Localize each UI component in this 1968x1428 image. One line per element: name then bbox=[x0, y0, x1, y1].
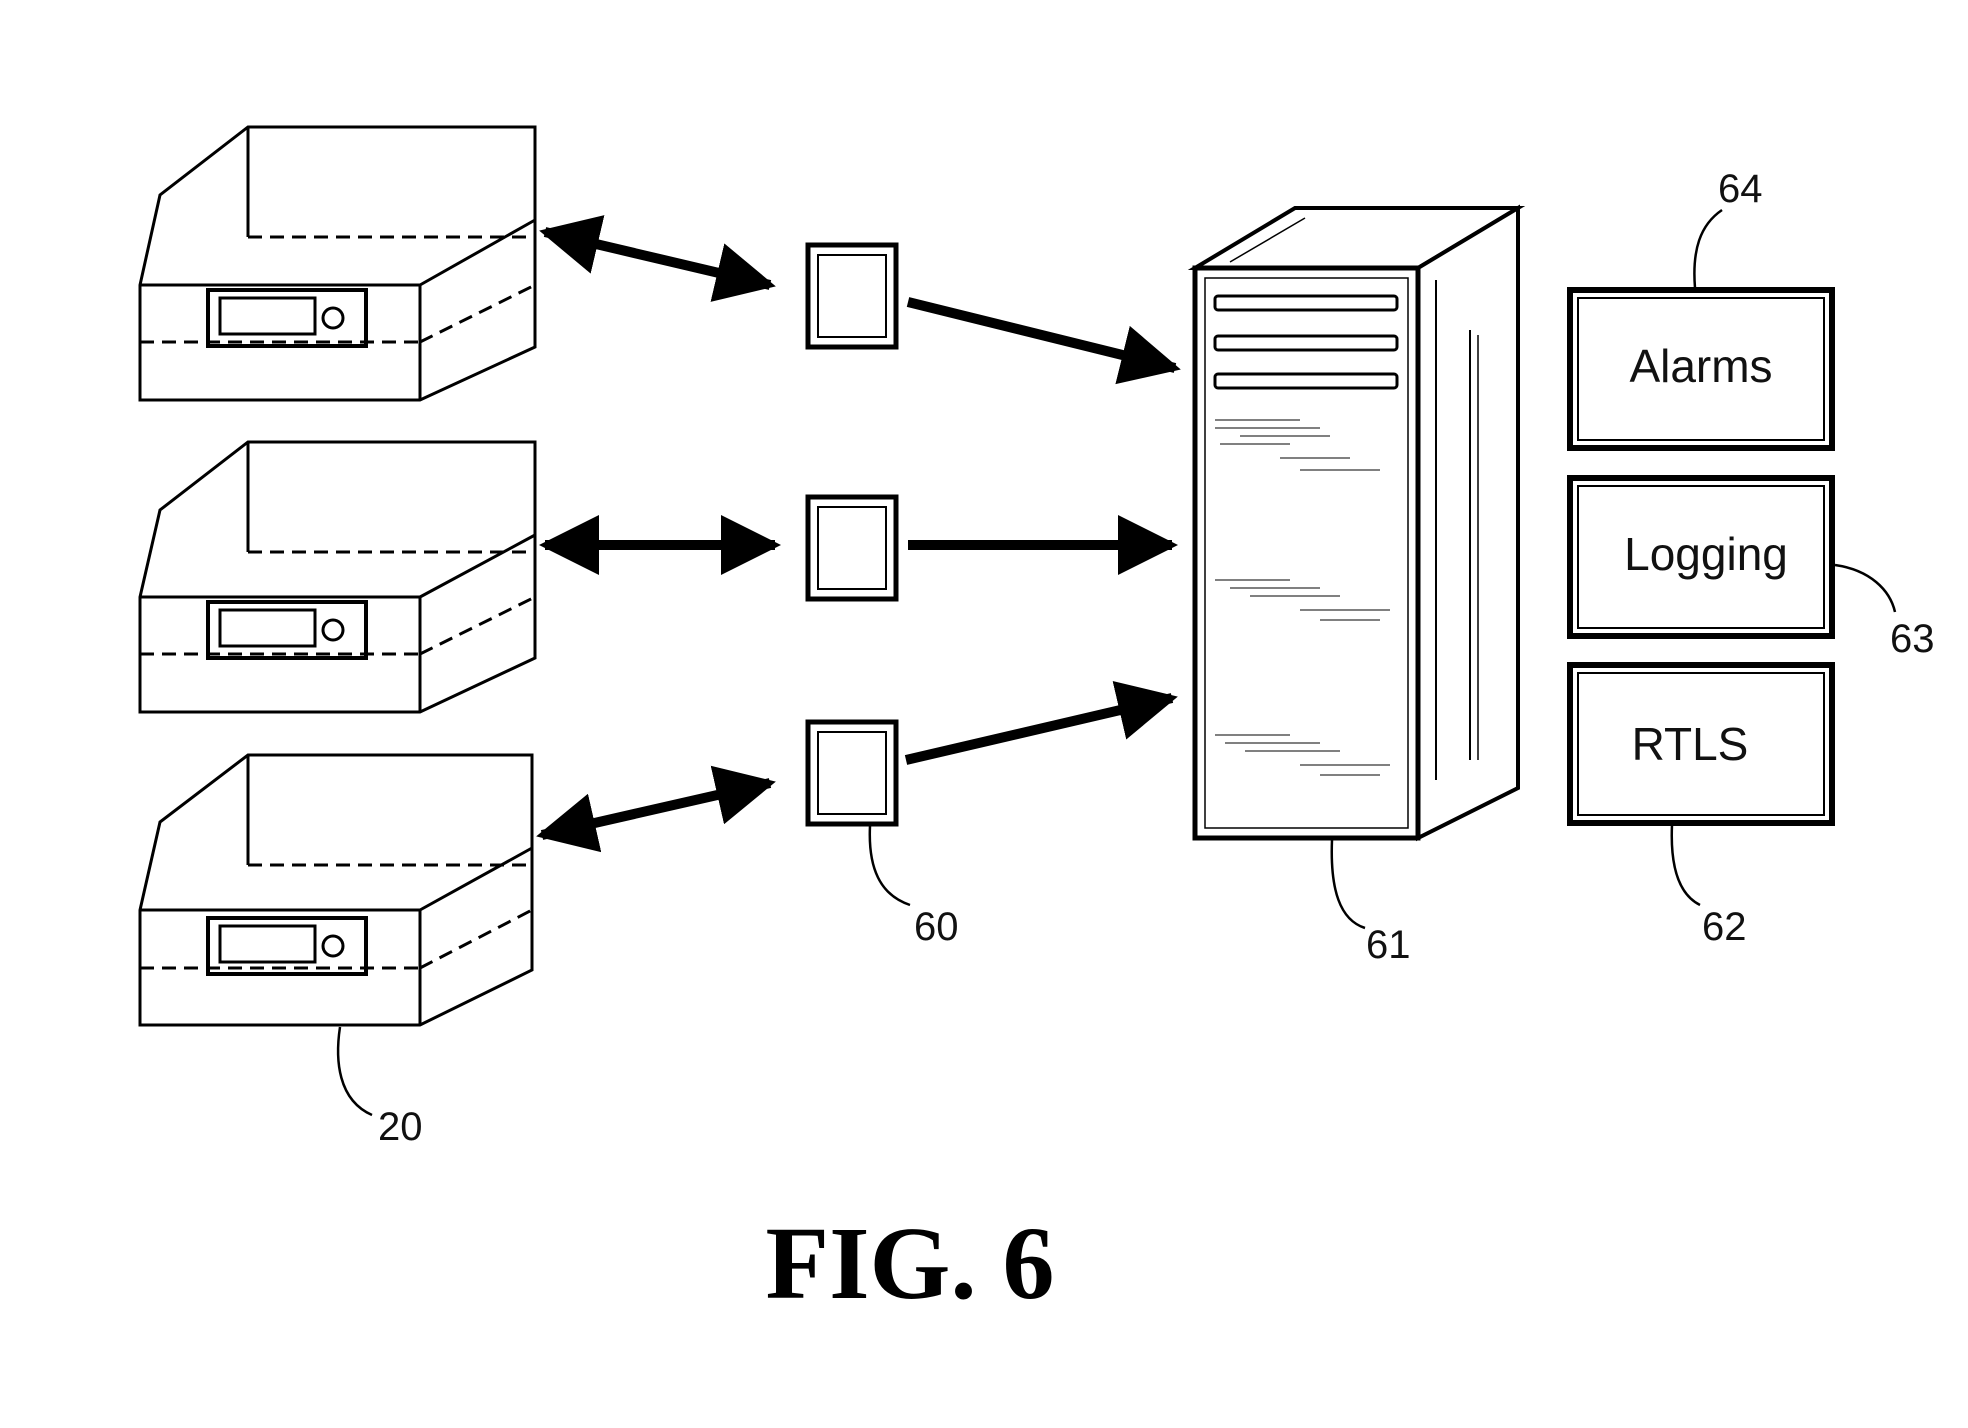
logging-box: Logging bbox=[1570, 478, 1832, 636]
leader-line-20 bbox=[338, 1027, 372, 1115]
alarms-label: Alarms bbox=[1629, 340, 1772, 392]
bin-3 bbox=[140, 755, 532, 1025]
ref-60: 60 bbox=[914, 905, 959, 949]
rtls-box: RTLS bbox=[1570, 665, 1832, 823]
ref-63: 63 bbox=[1890, 617, 1935, 661]
bidirectional-arrow-3 bbox=[542, 783, 770, 835]
ref-62: 62 bbox=[1702, 905, 1747, 949]
ref-61: 61 bbox=[1366, 923, 1411, 967]
bin-2 bbox=[140, 442, 535, 712]
leader-line-62 bbox=[1672, 825, 1700, 905]
logging-label: Logging bbox=[1624, 528, 1788, 580]
rtls-label: RTLS bbox=[1632, 718, 1749, 770]
server-tower bbox=[1195, 208, 1518, 838]
ref-20: 20 bbox=[378, 1105, 423, 1149]
leader-line-63 bbox=[1835, 565, 1895, 612]
reader-1 bbox=[808, 245, 896, 347]
bin-1 bbox=[140, 127, 535, 400]
arrow-reader-1-to-server bbox=[908, 302, 1175, 368]
reader-2 bbox=[808, 497, 896, 599]
leader-line-61 bbox=[1332, 840, 1365, 928]
leader-line-60 bbox=[870, 826, 910, 905]
arrow-reader-3-to-server bbox=[906, 698, 1172, 760]
figure-caption: FIG. 6 bbox=[766, 1206, 1055, 1321]
alarms-box: Alarms bbox=[1570, 290, 1832, 448]
reader-3 bbox=[808, 722, 896, 824]
bidirectional-arrow-1 bbox=[545, 232, 770, 285]
leader-line-64 bbox=[1694, 210, 1722, 288]
ref-64: 64 bbox=[1718, 167, 1763, 211]
